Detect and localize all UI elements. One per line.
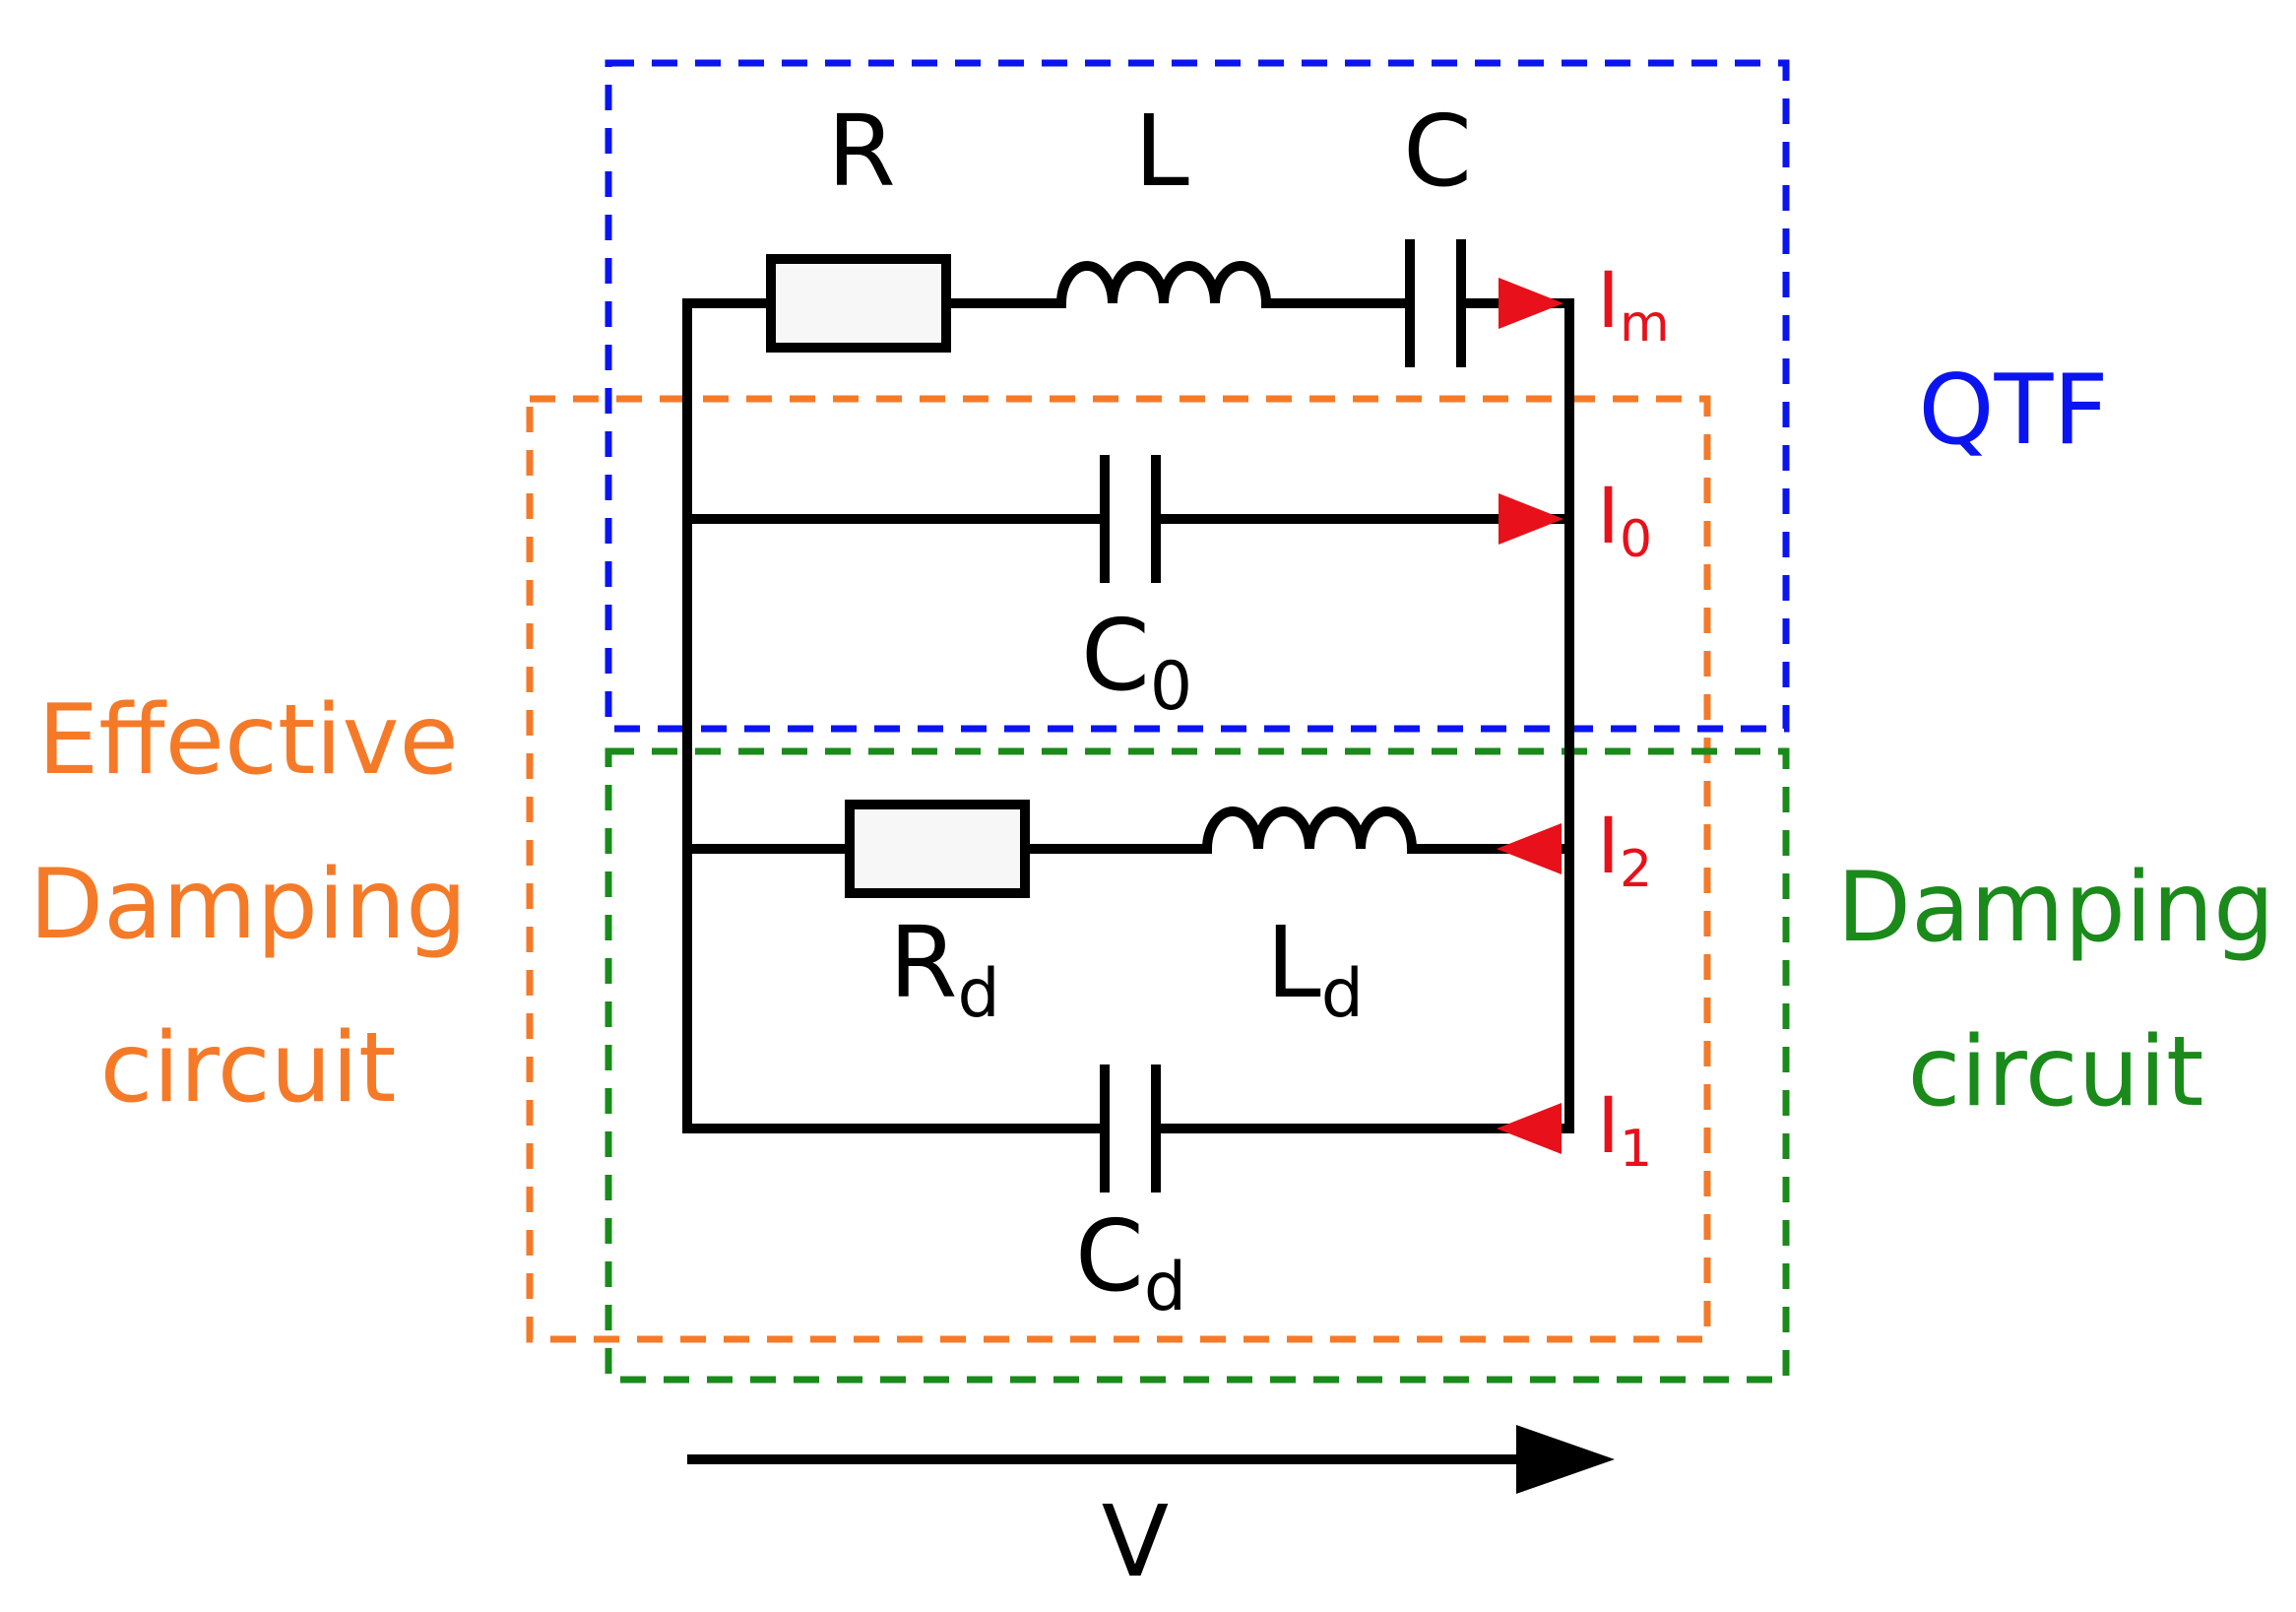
label-rd: Rd: [889, 905, 1000, 1033]
label-i1: I1: [1597, 1082, 1652, 1179]
label-qtf: QTF: [1918, 355, 2108, 467]
label-effective-line2: Damping: [30, 849, 468, 961]
arrow-im: [1499, 278, 1563, 329]
branch-cd: [682, 1064, 1574, 1193]
voltage-arrow-head: [1516, 1425, 1615, 1494]
label-im: Im: [1597, 257, 1670, 354]
effective-damping-box: [526, 395, 1711, 1343]
label-r: R: [827, 94, 895, 209]
label-c0: C0: [1081, 598, 1192, 726]
label-c: C: [1403, 94, 1472, 209]
arrow-i0: [1499, 493, 1563, 545]
label-effective-line3: circuit: [100, 1012, 397, 1125]
label-effective-line1: Effective: [37, 684, 459, 797]
arrow-i1: [1497, 1103, 1562, 1154]
resistor-rd: [845, 800, 1030, 898]
label-l: L: [1134, 94, 1189, 209]
label-cd: Cd: [1075, 1198, 1186, 1326]
qtf-box: [605, 59, 1790, 733]
inductor-l: [1055, 261, 1272, 309]
inductor-ld: [1201, 806, 1418, 855]
label-i2: I2: [1597, 803, 1652, 899]
damping-box: [605, 747, 1790, 1384]
label-ld: Ld: [1266, 905, 1364, 1033]
label-damping-line2: circuit: [1908, 1016, 2204, 1128]
arrow-i2: [1497, 823, 1562, 874]
label-damping-line1: Damping: [1837, 852, 2275, 964]
label-v: V: [1102, 1484, 1169, 1599]
branch-c0: [682, 455, 1574, 583]
resistor-r: [766, 254, 951, 353]
branch-rlc: [682, 239, 1574, 367]
label-i0: I0: [1597, 473, 1652, 569]
branch-rd-ld: [682, 800, 1574, 898]
